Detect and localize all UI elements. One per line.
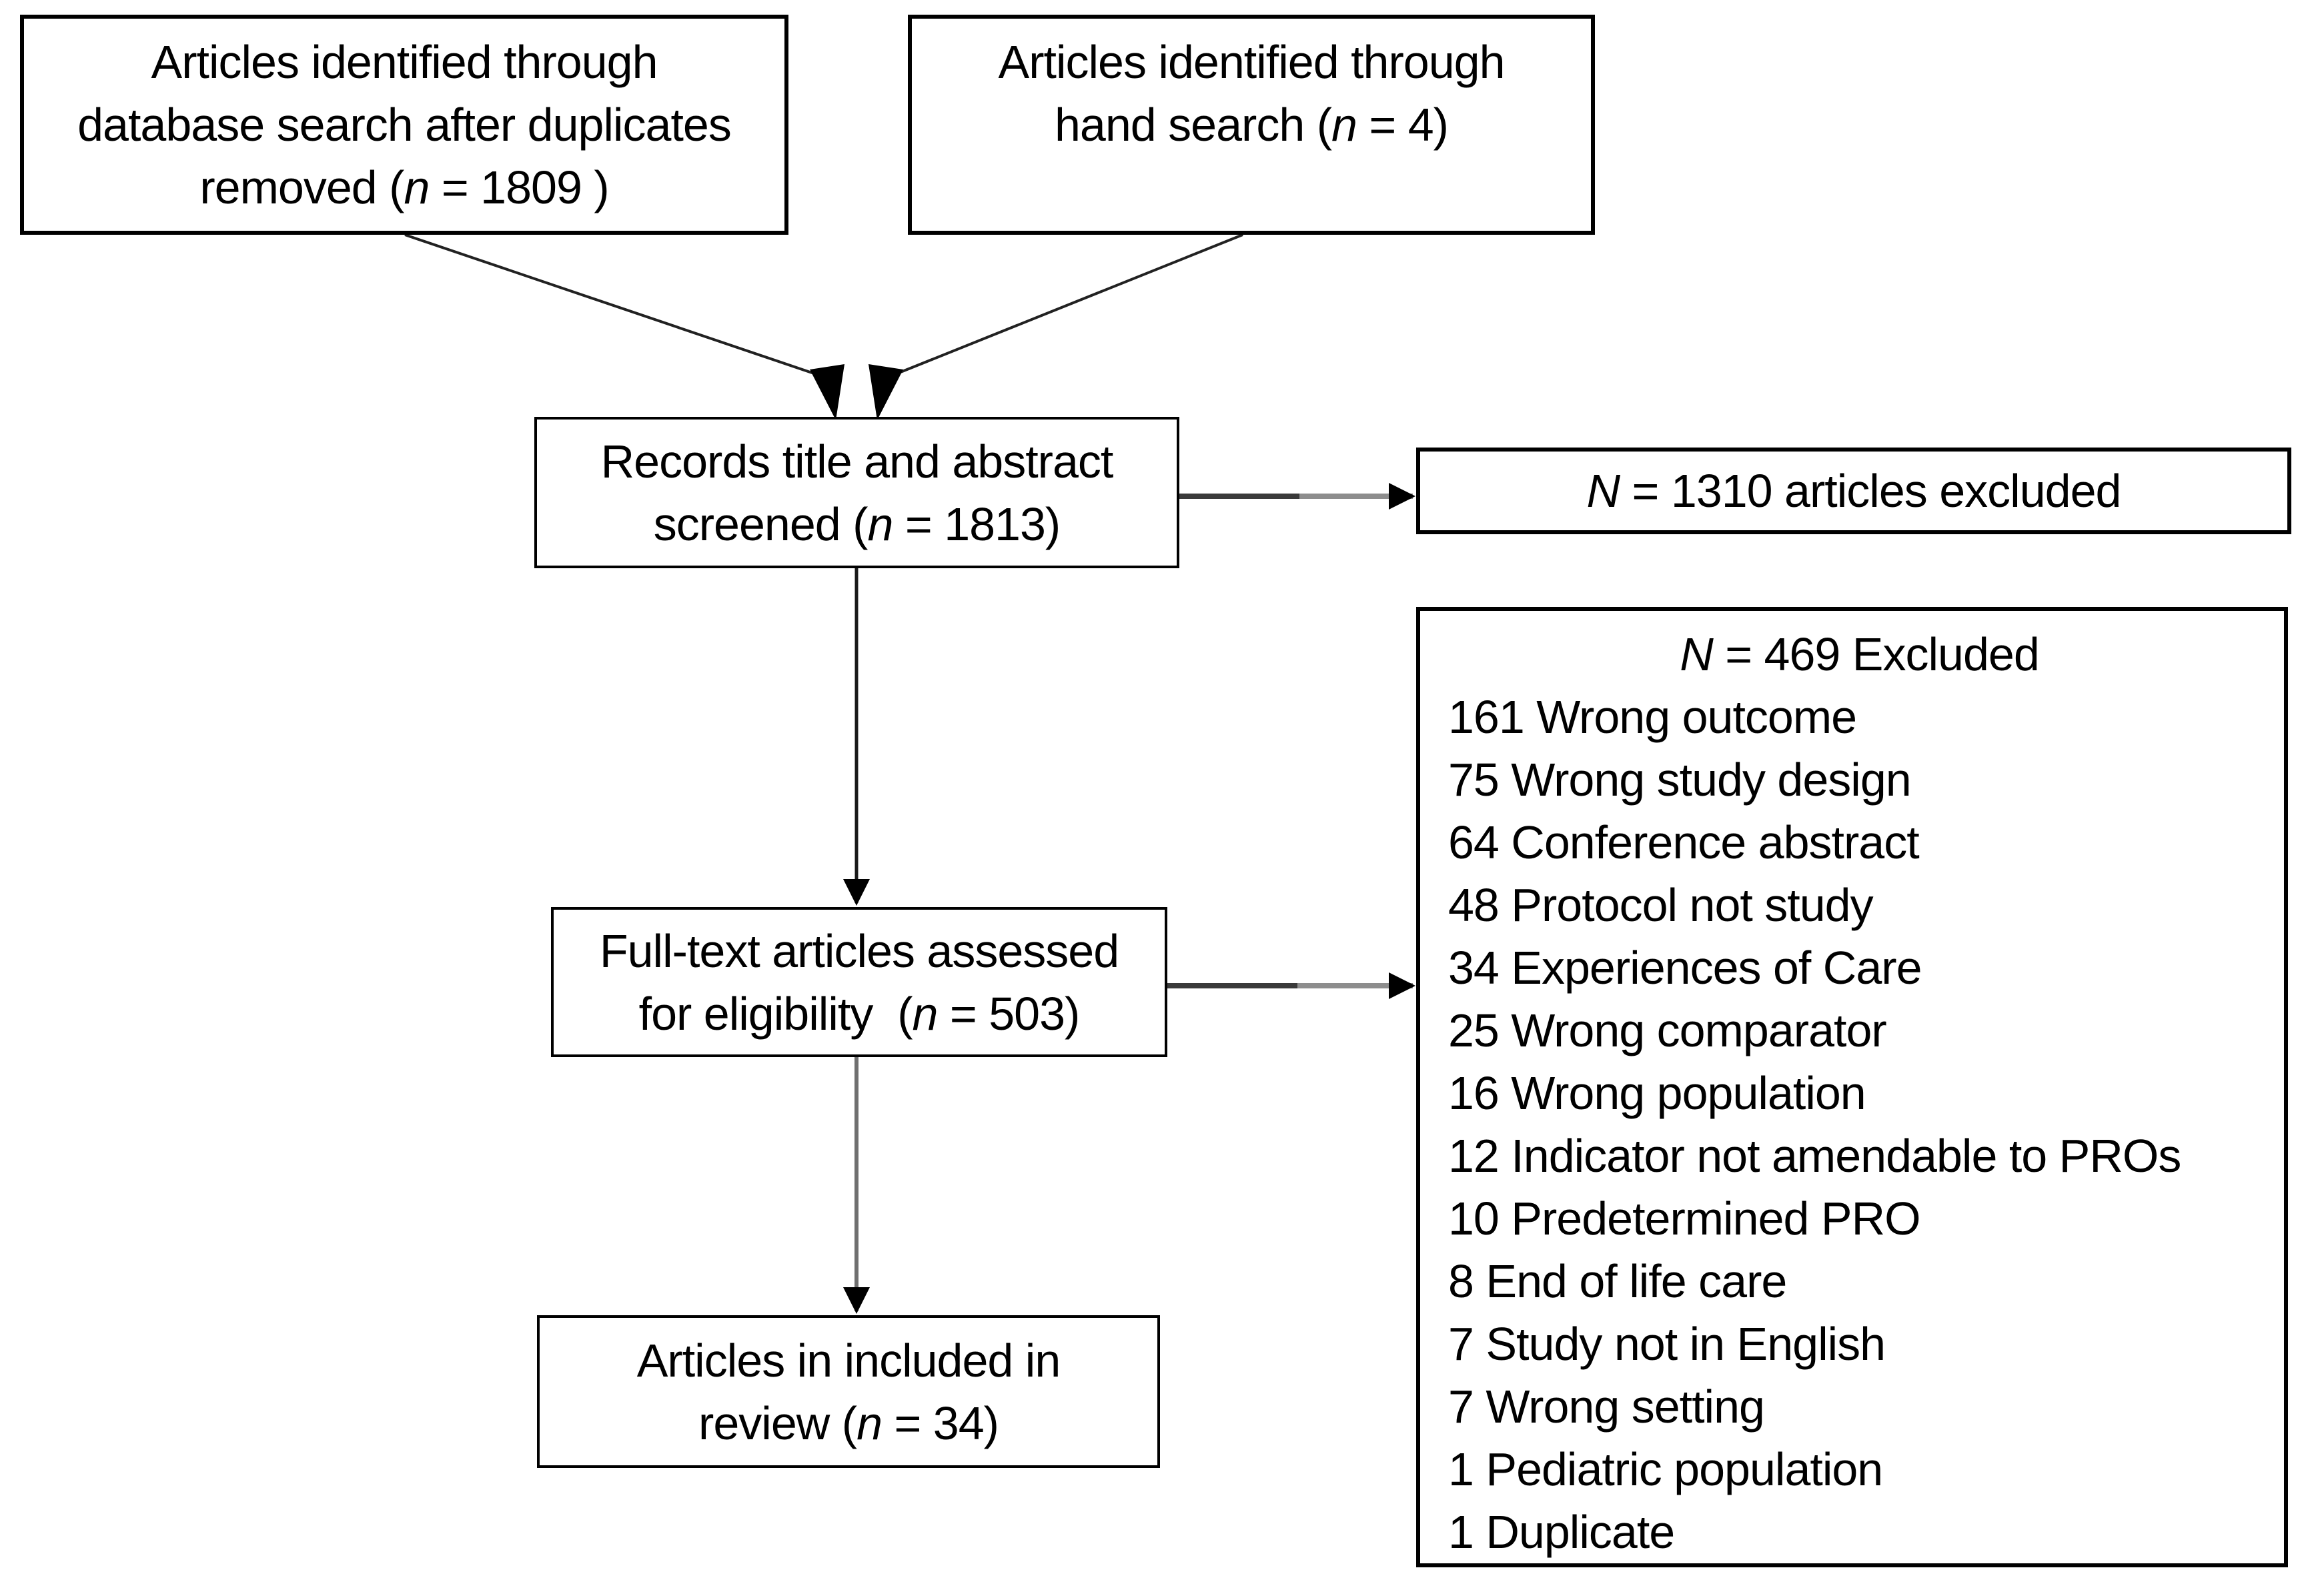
articles-included-line1: Articles in included in: [636, 1334, 1061, 1387]
database-search-line2: database search after duplicates: [77, 99, 732, 151]
label-segment: = 503): [937, 987, 1080, 1040]
fulltext-assessed-line1: Full-text articles assessed: [599, 924, 1119, 977]
italic-n: n: [912, 987, 939, 1040]
exclusion-reason-item: 7 Wrong setting: [1448, 1381, 1765, 1433]
label-segment: = 1813): [893, 498, 1061, 550]
hand-search-line2: hand search (n = 4): [1054, 93, 1449, 156]
box-fulltext-assessed: Full-text articles assessed for eligibil…: [551, 907, 1167, 1057]
italic-n: n: [1331, 99, 1357, 151]
label-segment: = 1809 ): [429, 161, 610, 213]
label-segment: screened (: [653, 498, 869, 550]
articles-included-line2: review (n = 34): [698, 1392, 999, 1455]
exclusion-reason-item: 16 Wrong population: [1448, 1067, 1866, 1119]
exclusion-reason-item: 1 Duplicate: [1448, 1506, 1675, 1558]
arrow-database-to-screened: [404, 233, 826, 379]
database-search-line3: removed (n = 1809 ): [199, 156, 610, 219]
box-records-screened: Records title and abstract screened (n =…: [534, 417, 1179, 568]
exclusion-reason-item: 7 Study not in English: [1448, 1318, 1886, 1370]
arrowhead-database-icon: [810, 364, 844, 420]
exclusion-reason-item: 161 Wrong outcome: [1448, 691, 1857, 743]
exclusion-reason-item: 64 Conference abstract: [1448, 816, 1920, 868]
box-articles-included: Articles in included in review (n = 34): [537, 1315, 1160, 1468]
excluded-screening-label: N = 1310 articles excluded: [1586, 460, 2122, 522]
exclusion-reasons-header: N = 469 Excluded: [1448, 623, 2271, 686]
exclusion-reason-item: 34 Experiences of Care: [1448, 942, 1922, 994]
exclusion-reason-item: 75 Wrong study design: [1448, 754, 1912, 806]
exclusion-reason-item: 25 Wrong comparator: [1448, 1004, 1887, 1056]
arrowhead-hand-icon: [869, 364, 903, 420]
italic-n: n: [404, 161, 430, 213]
label-segment: = 469 Excluded: [1712, 628, 2040, 680]
box-hand-search: Articles identified through hand search …: [908, 15, 1595, 235]
box-exclusion-reasons: N = 469 Excluded 161 Wrong outcome 75 Wro…: [1416, 607, 2288, 1567]
exclusion-reason-item: 10 Predetermined PRO: [1448, 1192, 1921, 1245]
database-search-line1: Articles identified through: [151, 36, 658, 88]
italic-n: n: [867, 498, 893, 550]
italic-n: N: [1680, 628, 1714, 680]
exclusion-reason-item: 48 Protocol not study: [1448, 879, 1874, 931]
fulltext-assessed-line2: for eligibility (n = 503): [638, 982, 1081, 1045]
label-segment: = 34): [882, 1397, 999, 1449]
box-database-search: Articles identified through database sea…: [20, 15, 788, 235]
label-segment: for eligibility (: [638, 987, 913, 1040]
label-segment: hand search (: [1054, 99, 1332, 151]
label-segment: = 4): [1356, 99, 1449, 151]
label-segment: review (: [698, 1397, 857, 1449]
italic-n: N: [1586, 465, 1621, 517]
hand-search-line1: Articles identified through: [998, 36, 1506, 88]
exclusion-reason-item: 8 End of life care: [1448, 1255, 1787, 1307]
records-screened-line1: Records title and abstract: [600, 435, 1114, 488]
label-segment: = 1310 articles excluded: [1620, 465, 2122, 517]
box-excluded-screening: N = 1310 articles excluded: [1416, 448, 2291, 534]
exclusion-reasons-list: 161 Wrong outcome 75 Wrong study design 64…: [1448, 686, 2271, 1563]
exclusion-reason-item: 1 Pediatric population: [1448, 1443, 1883, 1495]
exclusion-reason-item: 12 Indicator not amendable to PROs: [1448, 1130, 2181, 1182]
arrow-hand-to-screened: [887, 233, 1243, 379]
italic-n: n: [856, 1397, 883, 1449]
records-screened-line2: screened (n = 1813): [653, 493, 1061, 556]
label-segment: removed (: [199, 161, 404, 213]
